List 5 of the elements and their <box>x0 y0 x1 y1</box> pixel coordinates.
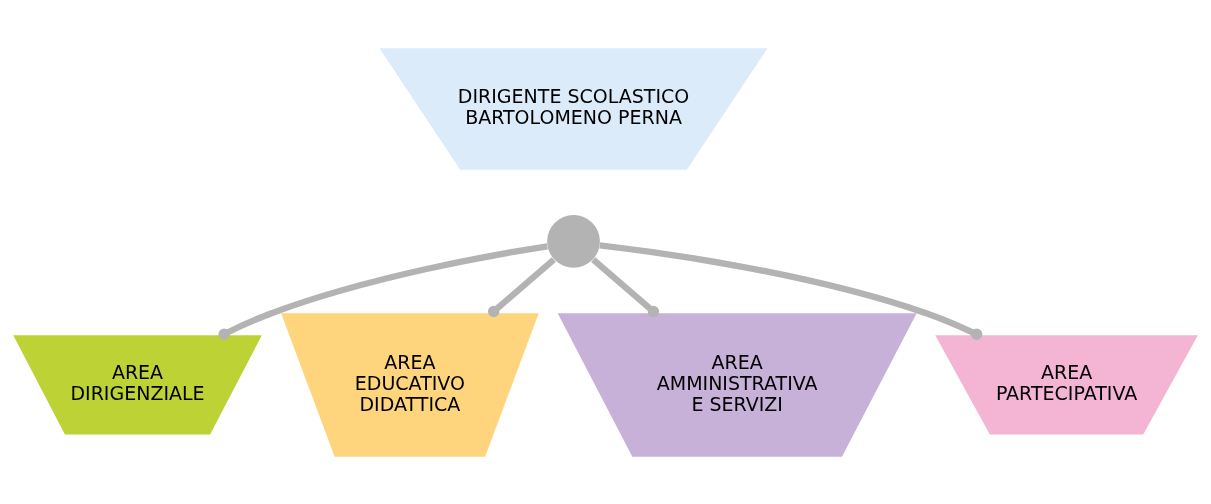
connector <box>487 256 556 317</box>
connector <box>591 256 660 317</box>
connector <box>218 242 548 340</box>
node-circle <box>547 214 600 268</box>
connector <box>599 241 983 340</box>
